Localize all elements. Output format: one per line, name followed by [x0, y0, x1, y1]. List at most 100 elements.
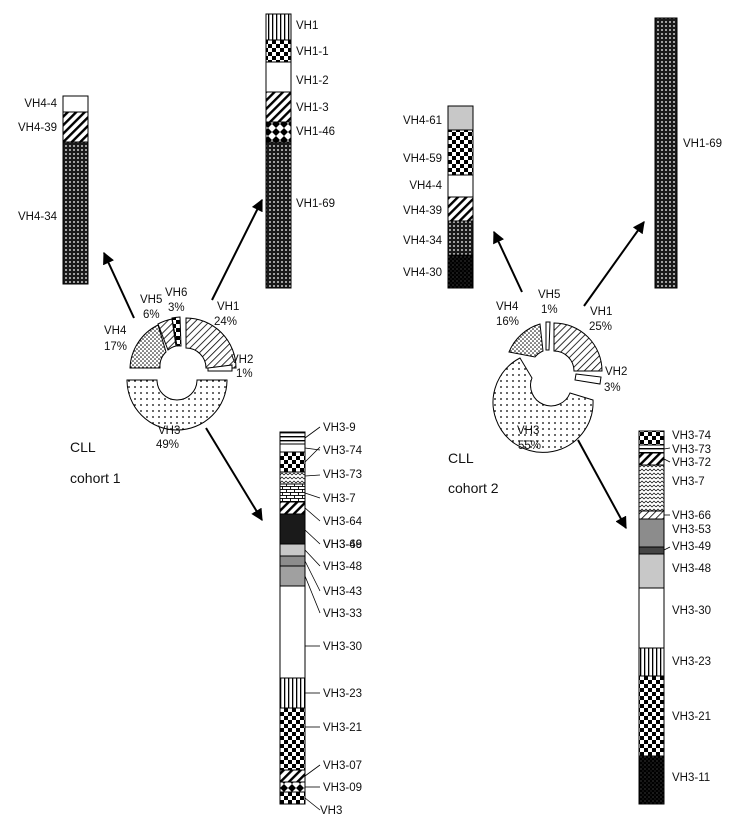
label-vh3-7: VH3-7	[323, 493, 356, 505]
label-vh3-7: VH3-7	[672, 476, 705, 488]
label-vh3-74: VH3-74	[672, 430, 712, 442]
segment-vh4-4	[62, 95, 89, 113]
label-vh3-30: VH3-30	[672, 605, 711, 617]
label-vh3-72: VH3-72	[672, 457, 711, 469]
vh3-bar-leaders	[304, 426, 321, 811]
donut-pct-vh3: 49%	[156, 439, 179, 451]
segment-vh3-23	[638, 647, 665, 677]
donut-pct-vh1: 25%	[589, 321, 612, 333]
segment-vh3-49	[638, 546, 665, 555]
donut-slice-vh3	[126, 379, 228, 431]
donut-label-vh5: VH5	[140, 294, 162, 306]
donut-label-vh1: VH1	[590, 306, 612, 318]
donut-pct-vh1: 24%	[214, 316, 237, 328]
donut-slice-vh3	[492, 357, 594, 453]
segment-vh1-1	[265, 39, 292, 63]
label-vh4-61: VH4-61	[403, 115, 442, 127]
donut-label-vh2: VH2	[231, 354, 253, 366]
cohort2-caption-line1: CLL	[448, 450, 474, 466]
cohort2-vh1-bar: VH1-69	[654, 17, 722, 289]
label-vh4-4: VH4-4	[24, 98, 57, 110]
donut-slice-vh2	[574, 373, 602, 385]
label-vh3-49: VH3-49	[323, 539, 362, 551]
segment-vh4-34	[62, 141, 89, 285]
donut-label-vh3: VH3	[158, 425, 180, 437]
donut-pct-vh2: 3%	[604, 382, 621, 394]
segment-vh3-53	[638, 518, 665, 548]
donut-pct-vh3: 55%	[518, 440, 541, 452]
label-vh3-09: VH3-09	[323, 782, 362, 794]
arrow-to-vh1-bar	[583, 221, 645, 307]
arrow-to-vh3-bar	[577, 439, 627, 530]
label-vh3-73: VH3-73	[323, 469, 362, 481]
segment-vh3-7	[279, 471, 306, 485]
segment-vh4-61	[447, 105, 474, 131]
label-vh4-34: VH4-34	[403, 235, 443, 247]
donut-pct-vh5: 1%	[541, 304, 558, 316]
segment-vh3-73	[638, 444, 665, 454]
label-vh3-9: VH3-9	[323, 422, 356, 434]
label-vh4-39: VH4-39	[403, 205, 442, 217]
label-vh3-48: VH3-48	[672, 563, 711, 575]
donut-label-vh3: VH3	[517, 425, 539, 437]
label-vh1-1: VH1-1	[296, 46, 329, 58]
segment-vh3-74	[279, 443, 306, 453]
segment-vh1-69	[265, 141, 292, 289]
label-vh4-39: VH4-39	[18, 122, 57, 134]
segment-vh3-48	[638, 553, 665, 589]
label-vh4-59: VH4-59	[403, 153, 442, 165]
label-vh1-69: VH1-69	[296, 198, 335, 210]
segment-vh3-23	[279, 677, 306, 709]
segment-vh3-43	[279, 555, 306, 567]
donut-pct-vh5: 6%	[143, 309, 160, 321]
donut-label-vh4: VH4	[496, 301, 519, 313]
segment-vh3-72	[638, 452, 665, 466]
segment-vh4-4	[447, 174, 474, 198]
label-vh1-69: VH1-69	[683, 138, 722, 150]
donut-label-vh1: VH1	[217, 301, 239, 313]
label-vh3-49: VH3-49	[672, 541, 711, 553]
label-vh3-23: VH3-23	[672, 656, 711, 668]
arrow-to-vh1-bar	[211, 198, 263, 301]
cohort2-vh3-bar: VH3-74 VH3-73 VH3-72 VH3-7 VH3-66 VH3-53…	[638, 430, 712, 805]
label-vh3-21: VH3-21	[672, 711, 711, 723]
label-vh3-21: VH3-21	[323, 722, 362, 734]
label-vh3-66: VH3-66	[672, 510, 711, 522]
segment-vh3-30	[279, 585, 306, 679]
donut-label-vh6: VH6	[165, 287, 187, 299]
segment-vh3-9	[279, 431, 306, 445]
cohort1-caption-line1: CLL	[70, 439, 96, 455]
segment-vh3-30	[638, 587, 665, 649]
segment-vh3-64	[279, 483, 306, 503]
segment-vh3-33	[279, 565, 306, 587]
arrow-to-vh3-bar	[205, 427, 263, 522]
segment-vh1-2	[265, 61, 292, 93]
label-vh3-07: VH3-07	[323, 760, 362, 772]
donut-label-vh4: VH4	[104, 325, 127, 337]
segment-vh3-07	[279, 769, 306, 783]
arrow-to-vh4-bar	[103, 251, 135, 319]
segment-vh3-09	[279, 781, 306, 793]
cohort1-vh3-bar: VH3-9 VH3-74 VH3-73 VH3-7 VH3-64 VH3-66 …	[279, 422, 363, 817]
donut-slice-vh1	[185, 317, 237, 369]
label-vh3-11: VH3-11	[672, 772, 710, 784]
donut-slice-vh1	[553, 322, 603, 372]
segment-vh3-66	[279, 501, 306, 515]
label-vh3: VH3	[320, 805, 342, 817]
label-vh3-53: VH3-53	[672, 524, 711, 536]
label-vh4-34: VH4-34	[18, 211, 58, 223]
segment-vh3-21	[638, 675, 665, 757]
segment-vh4-39	[62, 111, 89, 143]
label-vh4-30: VH4-30	[403, 267, 442, 279]
cohort1-donut: VH1 24% VH2 1% VH3 49% VH4 17% VH5 6% VH…	[104, 287, 253, 451]
segment-vh3-74	[638, 430, 665, 446]
label-vh3-66: VH3-66	[323, 539, 362, 551]
arrow-to-vh4-bar	[493, 230, 523, 293]
segment-vh4-30	[447, 254, 474, 289]
segment-vh3-73	[279, 451, 306, 473]
label-vh3-30: VH3-30	[323, 641, 362, 653]
segment-vh3-7	[638, 464, 665, 512]
donut-pct-vh4: 17%	[104, 341, 127, 353]
donut-label-vh2: VH2	[605, 366, 627, 378]
label-vh3-73: VH3-73	[672, 444, 711, 456]
